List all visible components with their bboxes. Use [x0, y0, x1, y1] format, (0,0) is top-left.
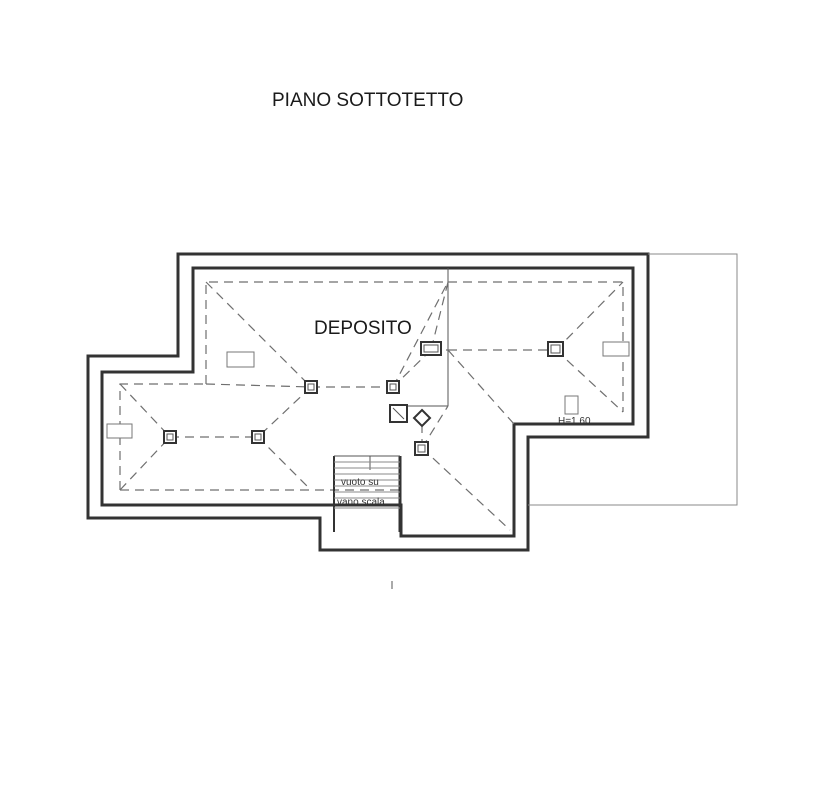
roof-vent-diamond — [412, 408, 432, 428]
inner-wall — [100, 266, 635, 538]
outer-wall — [86, 252, 650, 552]
posts — [163, 341, 564, 456]
room-label-deposito: DEPOSITO — [314, 318, 412, 339]
plan-title: PIANO SOTTOTETTO — [272, 90, 463, 111]
height-label: H=1.60 — [558, 416, 591, 427]
skylight — [106, 423, 133, 439]
stairwell-label: vano scala — [337, 497, 385, 508]
void-label: vuoto su — [341, 477, 379, 488]
skylights — [106, 341, 630, 439]
stairwell — [333, 455, 402, 532]
adjacent-area-outline — [528, 253, 738, 506]
skylight — [226, 351, 255, 368]
hatch — [564, 395, 579, 415]
skylight — [602, 341, 630, 357]
roof-lines — [119, 281, 624, 531]
